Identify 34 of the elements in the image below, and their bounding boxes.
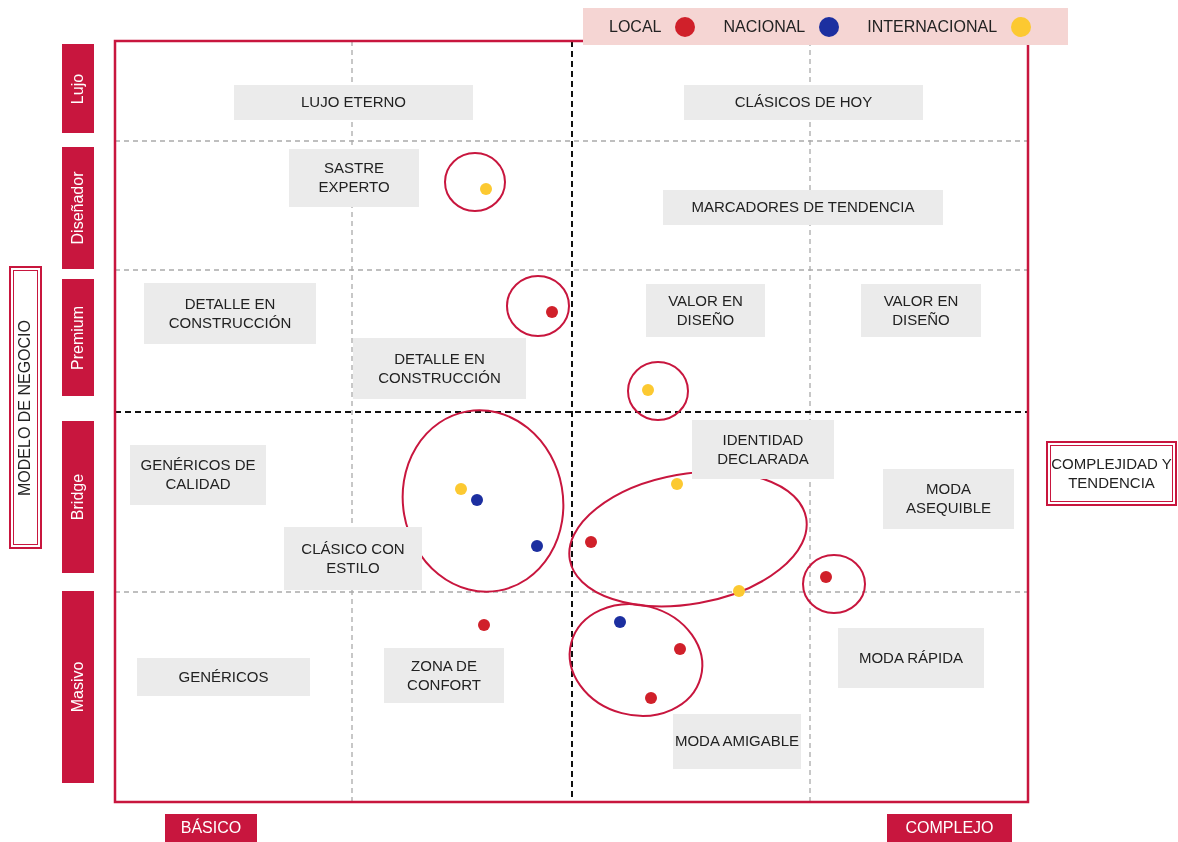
legend-label: INTERNACIONAL (867, 17, 998, 36)
segment-label: MODA ASEQUIBLE (883, 469, 1014, 529)
axis-title: MODELO DE NEGOCIO (15, 319, 35, 496)
segment-label: MODA AMIGABLE (673, 714, 801, 769)
segment-label: IDENTIDAD DECLARADA (692, 420, 834, 479)
category-bar (62, 147, 94, 269)
segment-label: LUJO ETERNO (234, 85, 473, 120)
category-bar (62, 44, 94, 133)
segment-label: GENÉRICOS (137, 658, 310, 696)
legend-label: NACIONAL (723, 17, 806, 36)
segment-label: SASTRE EXPERTO (289, 149, 419, 207)
segment-label: ZONA DE CONFORT (384, 648, 504, 703)
segment-label: VALOR EN DISEÑO (861, 284, 981, 337)
category-bar (62, 421, 94, 573)
category-label: Masivo (68, 661, 87, 713)
axis-end-label: BÁSICO (165, 814, 257, 842)
segment-label: MODA RÁPIDA (838, 628, 984, 688)
axis-title-box (9, 266, 42, 549)
segment-label: GENÉRICOS DE CALIDAD (130, 445, 266, 505)
segment-label: CLÁSICOS DE HOY (684, 85, 923, 120)
category-label: Premium (68, 305, 87, 370)
axis-end-label: COMPLEJO (887, 814, 1012, 842)
segment-label: VALOR EN DISEÑO (646, 284, 765, 337)
legend-label: LOCAL (609, 17, 662, 36)
axis-title: COMPLEJIDAD Y TENDENCIA (1046, 441, 1177, 506)
segment-label: DETALLE EN CONSTRUCCIÓN (353, 338, 526, 399)
category-label: Bridge (68, 473, 87, 521)
category-bar (62, 279, 94, 396)
category-bar (62, 591, 94, 783)
segment-label: MARCADORES DE TENDENCIA (663, 190, 943, 225)
category-label: Diseñador (68, 171, 87, 245)
segment-label: DETALLE EN CONSTRUCCIÓN (144, 283, 316, 344)
segment-label: CLÁSICO CON ESTILO (284, 527, 422, 590)
category-label: Lujo (68, 73, 87, 104)
